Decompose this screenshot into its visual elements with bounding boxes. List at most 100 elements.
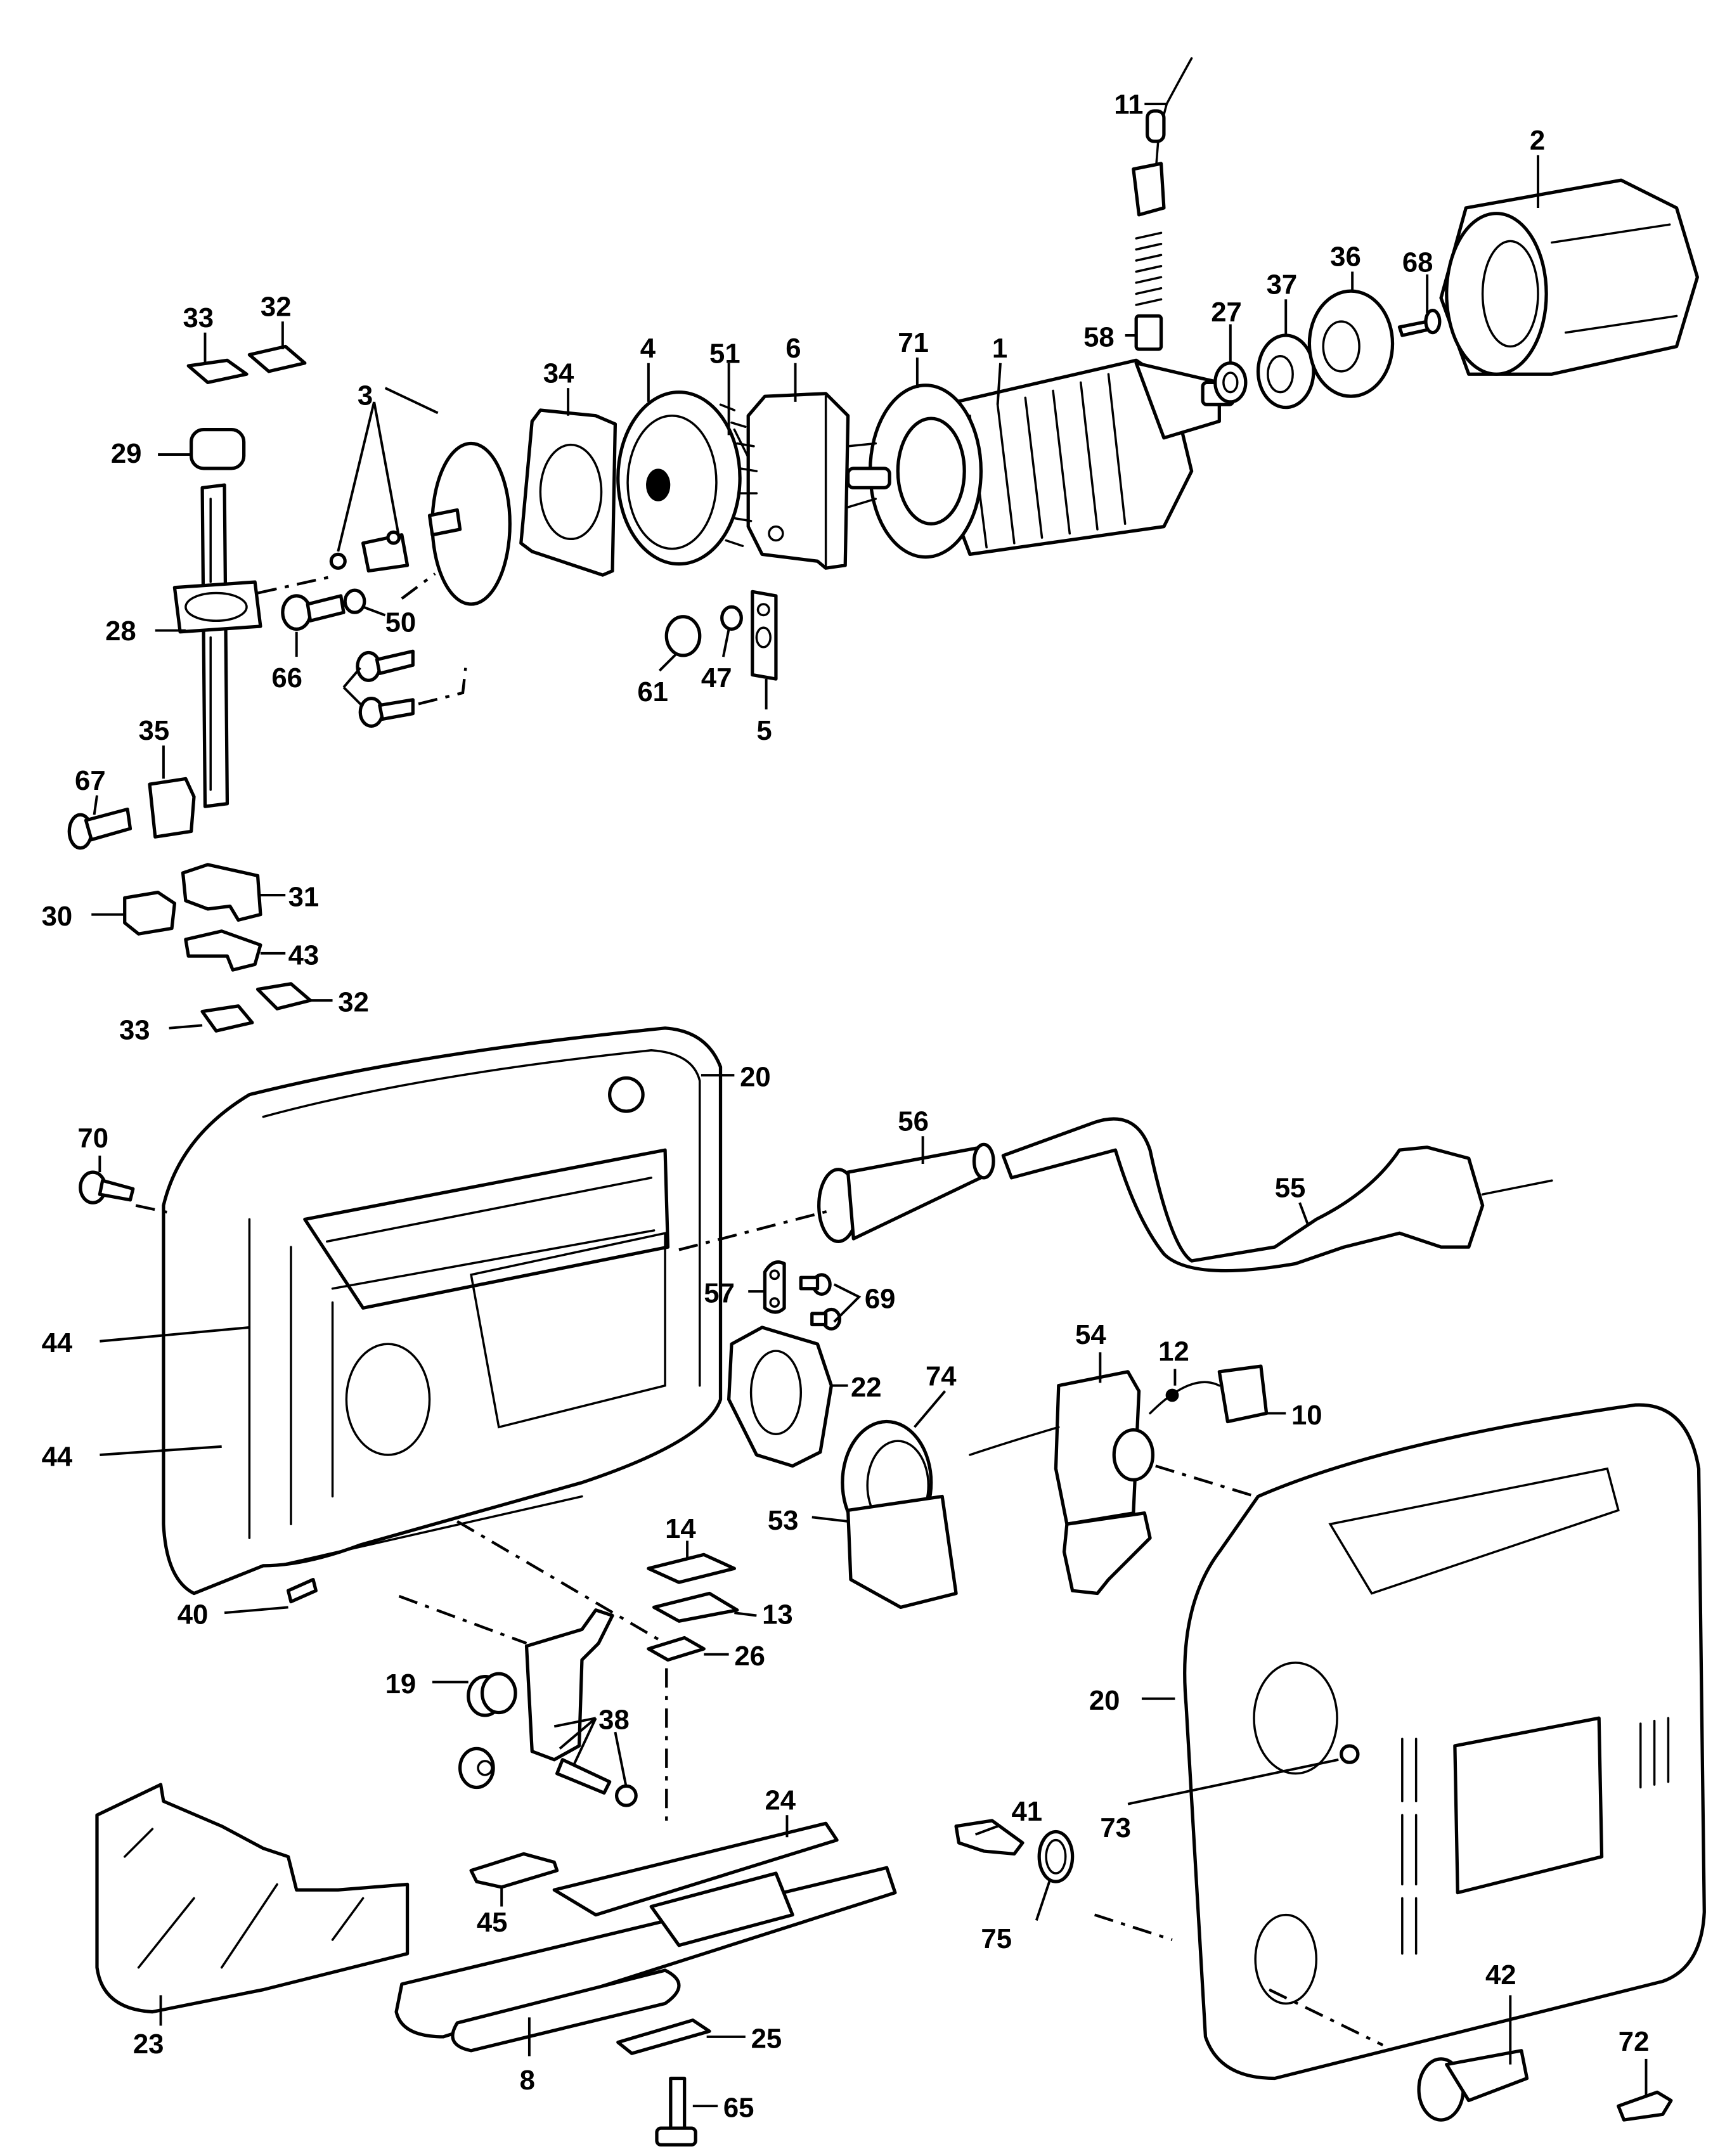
label-part-68: 68	[1402, 247, 1433, 278]
part-14-pad	[647, 1552, 736, 1584]
label-part-20a: 20	[740, 1062, 771, 1093]
label-part-53: 53	[768, 1505, 799, 1536]
part-2-field-housing	[1439, 178, 1699, 376]
part-33-pad-bottom	[200, 1004, 254, 1033]
part-54-switch	[969, 1370, 1221, 1596]
part-45-pad	[469, 1852, 559, 1889]
label-part-30: 30	[42, 901, 73, 932]
part-66-screws	[281, 594, 467, 728]
part-24-blade-guide	[552, 1821, 839, 1917]
label-part-36: 36	[1330, 242, 1361, 273]
part-32-pad-top	[247, 344, 307, 373]
part-1-armature	[947, 358, 1235, 556]
label-part-73: 73	[1100, 1812, 1131, 1843]
label-part-42: 42	[1485, 1959, 1516, 1991]
part-28-plunger	[172, 483, 262, 808]
part-labels: 11 2 33 32 58 27 37 36 68 34 4 51 6 71 1…	[42, 89, 1650, 2123]
label-part-10: 10	[1291, 1400, 1322, 1431]
label-part-61: 61	[637, 676, 668, 707]
part-61-bushing	[664, 615, 702, 657]
part-69-screws	[799, 1273, 842, 1331]
part-65-screw	[655, 2076, 697, 2147]
part-56-cord-guard	[817, 1142, 995, 1244]
label-part-50: 50	[385, 607, 417, 638]
label-part-65: 65	[723, 2093, 754, 2124]
part-33-pad-top	[186, 358, 249, 384]
part-36-bearing-cap	[1307, 289, 1395, 398]
part-12-terminal	[1165, 1388, 1179, 1402]
part-6-gear-case	[746, 392, 850, 570]
label-part-11: 11	[1114, 89, 1143, 120]
label-part-44a: 44	[42, 1327, 73, 1359]
part-75-ring	[1037, 1830, 1075, 1883]
assembly-lines	[135, 572, 1384, 2047]
label-part-57: 57	[704, 1278, 735, 1309]
part-50-washer	[343, 588, 366, 614]
label-part-58: 58	[1083, 322, 1115, 353]
label-part-66: 66	[271, 662, 302, 694]
part-71-fan	[844, 384, 983, 559]
label-part-70: 70	[77, 1123, 108, 1154]
label-part-31: 31	[288, 881, 320, 912]
label-part-69: 69	[865, 1283, 896, 1314]
label-part-51: 51	[709, 339, 740, 370]
part-11-brush-lead	[1132, 57, 1193, 217]
part-42-knob	[1417, 2049, 1529, 2122]
label-part-43: 43	[288, 939, 320, 971]
part-70-screw	[79, 1170, 135, 1204]
label-part-19: 19	[385, 1669, 417, 1700]
label-part-23: 23	[133, 2029, 164, 2060]
part-3-counterweight	[329, 441, 512, 606]
part-19-roller	[467, 1672, 517, 1717]
part-40-pin	[286, 1578, 318, 1604]
part-4-gear	[616, 391, 758, 566]
label-part-32: 32	[261, 291, 292, 322]
part-5-plate	[751, 590, 778, 681]
part-53-speed-control	[841, 1419, 958, 1610]
part-41-clip	[954, 1819, 1024, 1856]
part-32-pad-bottom	[255, 982, 313, 1010]
part-20-right-housing	[1183, 1403, 1706, 2081]
label-part-14: 14	[665, 1513, 696, 1544]
label-part-29: 29	[111, 438, 142, 469]
label-part-67: 67	[75, 765, 106, 796]
part-43-clip	[184, 929, 262, 972]
part-23-guard	[95, 1783, 410, 2014]
label-part-55: 55	[1275, 1172, 1306, 1203]
label-part-28: 28	[105, 616, 136, 647]
part-57-clamp	[763, 1260, 786, 1314]
leader-lines	[91, 103, 1648, 2108]
label-part-32b: 32	[338, 987, 369, 1018]
label-part-35: 35	[139, 715, 170, 746]
label-part-40: 40	[178, 1599, 209, 1630]
part-58-carbon-brush	[1134, 231, 1163, 351]
part-8-shoe	[394, 1866, 897, 2053]
label-part-1: 1	[992, 333, 1007, 364]
label-part-5: 5	[756, 715, 772, 746]
part-25-pad	[616, 2018, 711, 2055]
label-part-24: 24	[765, 1785, 796, 1816]
part-30-block	[123, 891, 177, 936]
label-part-75: 75	[981, 1923, 1012, 1954]
label-part-41: 41	[1011, 1796, 1042, 1827]
label-part-71: 71	[898, 327, 929, 358]
part-72-lever	[1617, 2090, 1673, 2122]
label-part-6: 6	[785, 333, 801, 364]
label-part-34: 34	[543, 358, 574, 389]
part-22-gasket	[727, 1326, 833, 1468]
part-31-bracket	[181, 863, 262, 922]
part-27-bearing	[1213, 361, 1248, 404]
label-part-33b: 33	[119, 1014, 150, 1045]
label-part-44b: 44	[42, 1441, 73, 1472]
label-part-72: 72	[1619, 2026, 1650, 2057]
part-34-plate	[519, 408, 617, 577]
part-26-block	[647, 1636, 706, 1662]
part-55-cord-plug	[1001, 1117, 1553, 1273]
label-part-74: 74	[926, 1361, 957, 1392]
label-part-20b: 20	[1089, 1685, 1120, 1716]
label-part-26: 26	[734, 1641, 765, 1672]
label-part-54: 54	[1075, 1319, 1106, 1350]
part-35-block	[148, 777, 196, 839]
label-part-8: 8	[520, 2065, 535, 2096]
